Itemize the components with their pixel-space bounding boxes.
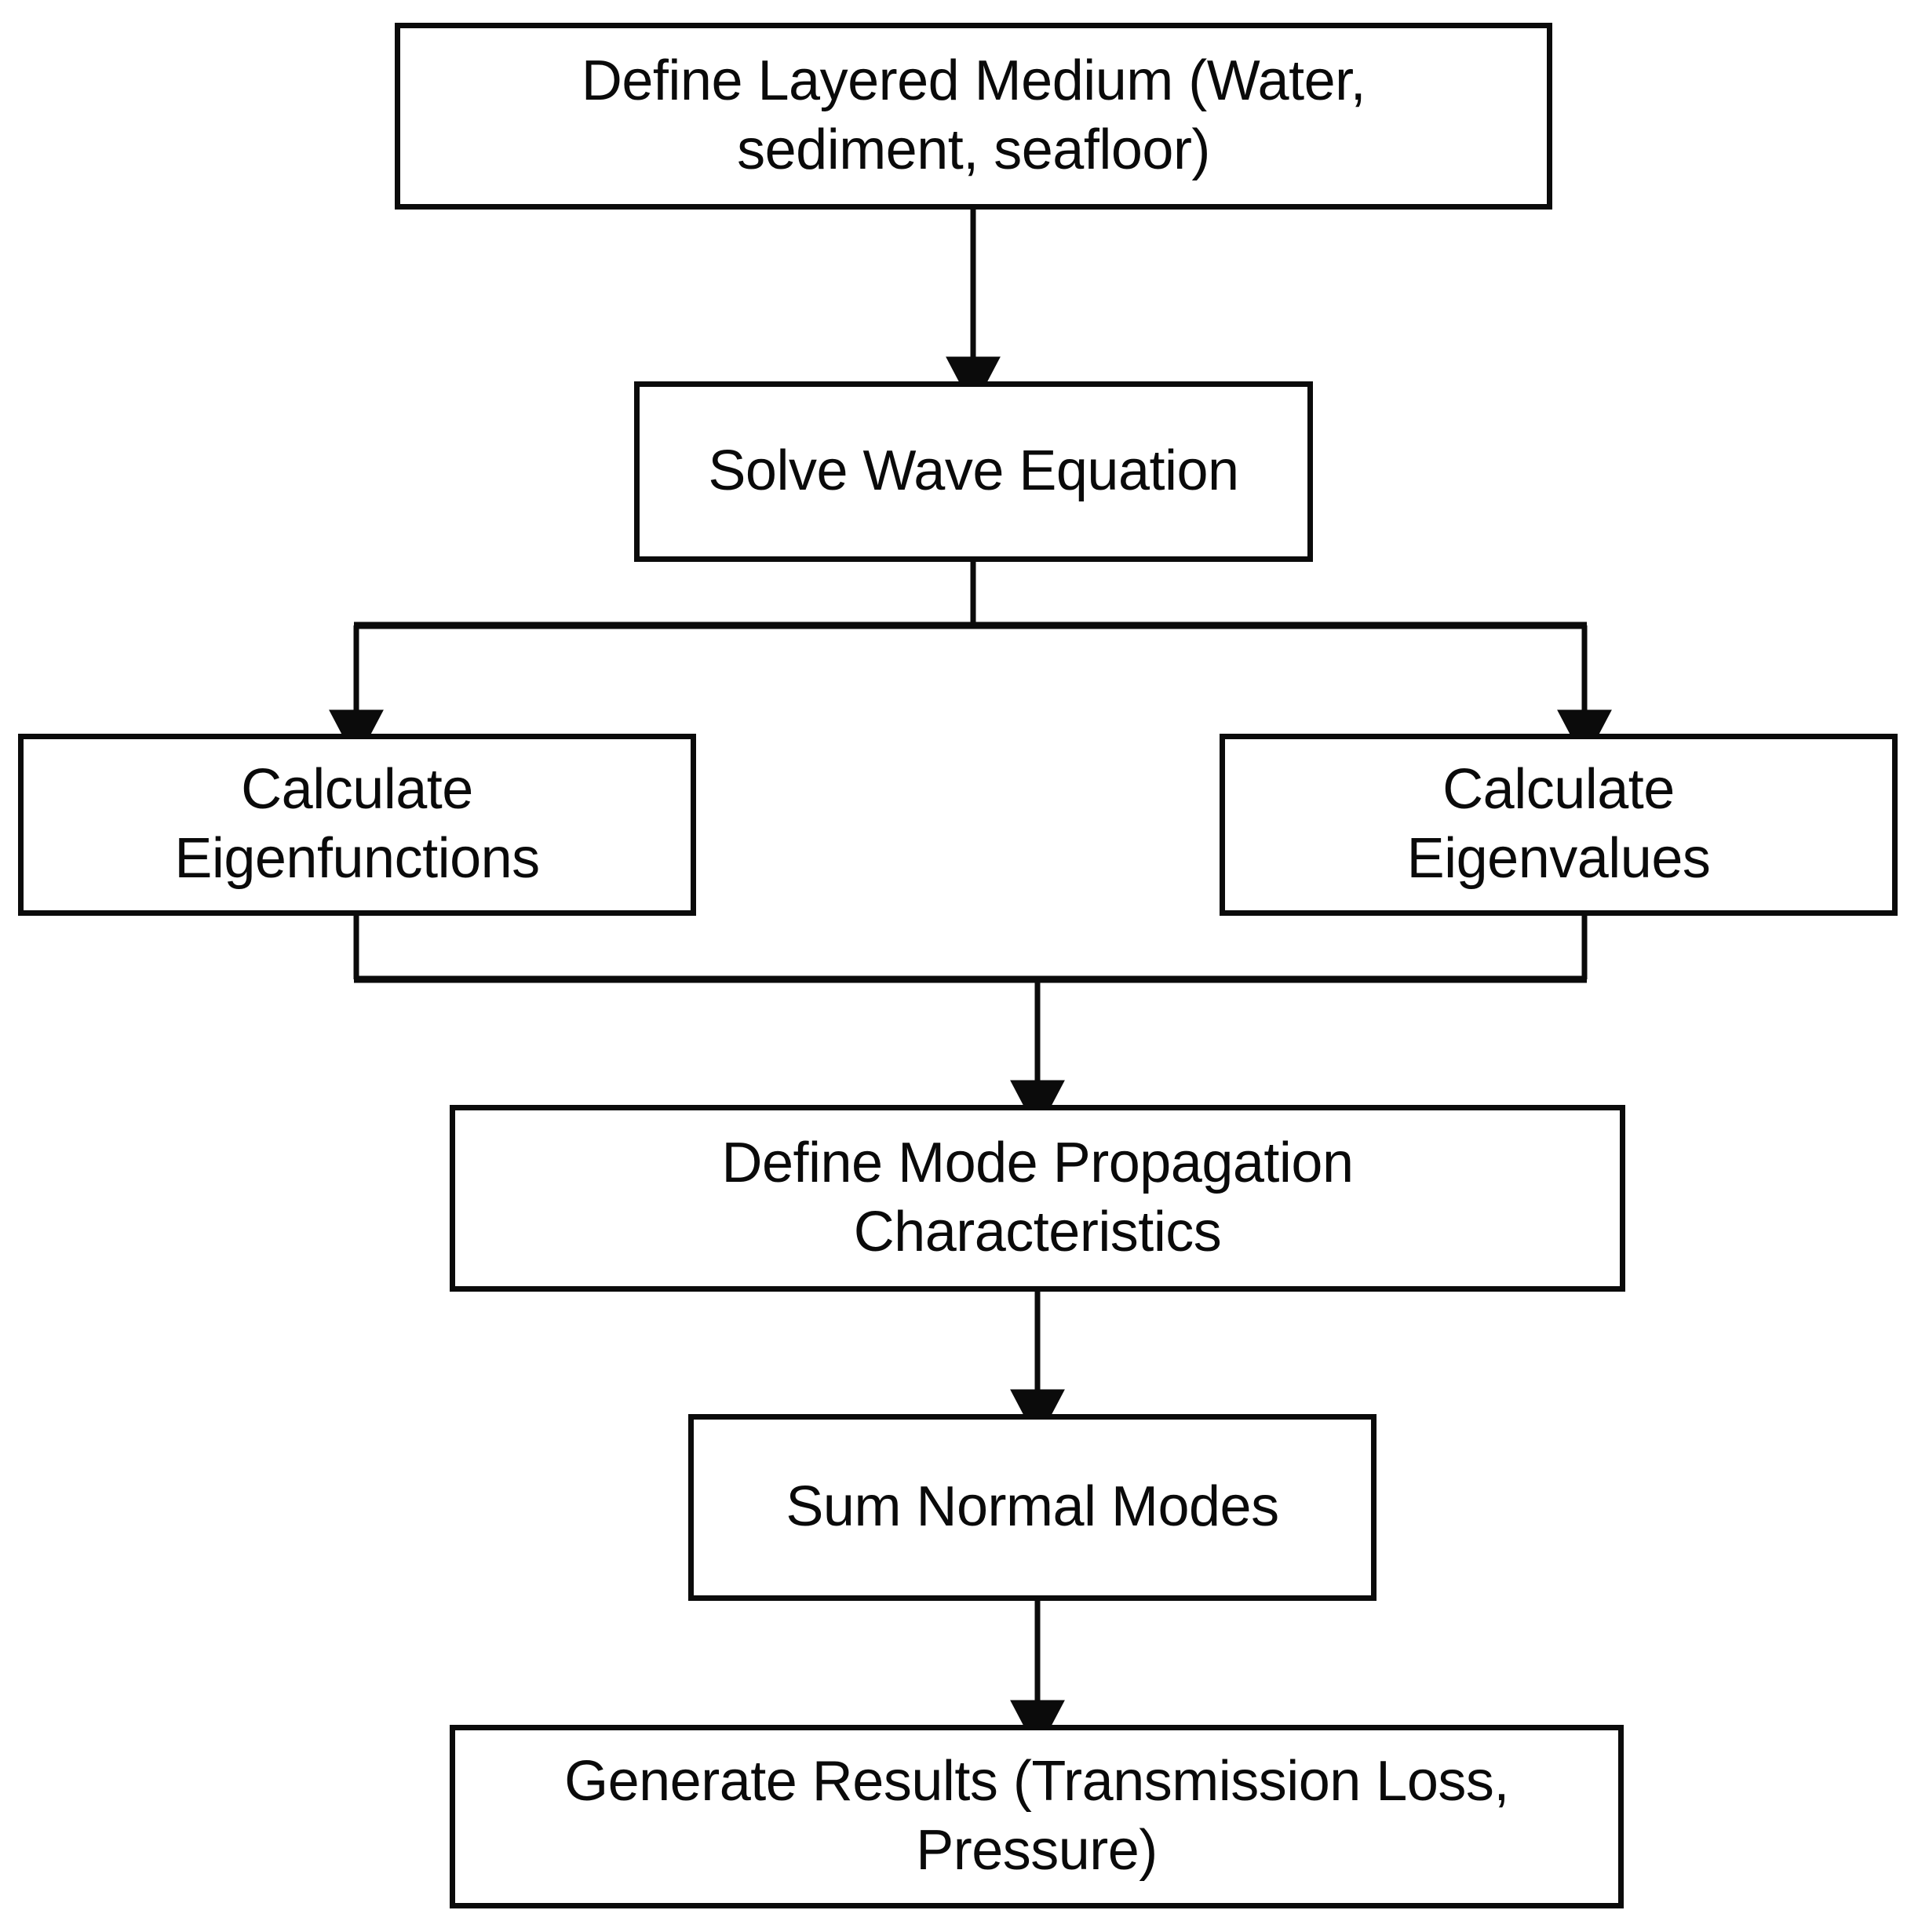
node-label: Calculate Eigenvalues [1406, 758, 1711, 890]
node-calculate-eigenfunctions[interactable]: Calculate Eigenfunctions [18, 734, 696, 916]
node-label: Solve Wave Equation [708, 439, 1239, 503]
node-generate-results[interactable]: Generate Results (Transmission Loss, Pre… [450, 1725, 1624, 1908]
node-label: Define Layered Medium (Water, sediment, … [581, 49, 1366, 181]
edge-eigen-merge-to-mode [353, 916, 1588, 1132]
node-solve-wave-equation[interactable]: Solve Wave Equation [634, 381, 1313, 562]
node-calculate-eigenvalues[interactable]: Calculate Eigenvalues [1220, 734, 1898, 916]
edge-wave-to-eigen-split [329, 562, 1612, 762]
node-sum-normal-modes[interactable]: Sum Normal Modes [688, 1414, 1377, 1601]
node-label: Sum Normal Modes [786, 1475, 1279, 1539]
node-label: Define Mode Propagation Characteristics [721, 1132, 1354, 1263]
node-define-mode-propagation-characteristics[interactable]: Define Mode Propagation Characteristics [450, 1105, 1625, 1292]
node-label: Generate Results (Transmission Loss, Pre… [564, 1750, 1509, 1882]
node-define-layered-medium[interactable]: Define Layered Medium (Water, sediment, … [395, 23, 1552, 210]
node-label: Calculate Eigenfunctions [174, 758, 540, 890]
